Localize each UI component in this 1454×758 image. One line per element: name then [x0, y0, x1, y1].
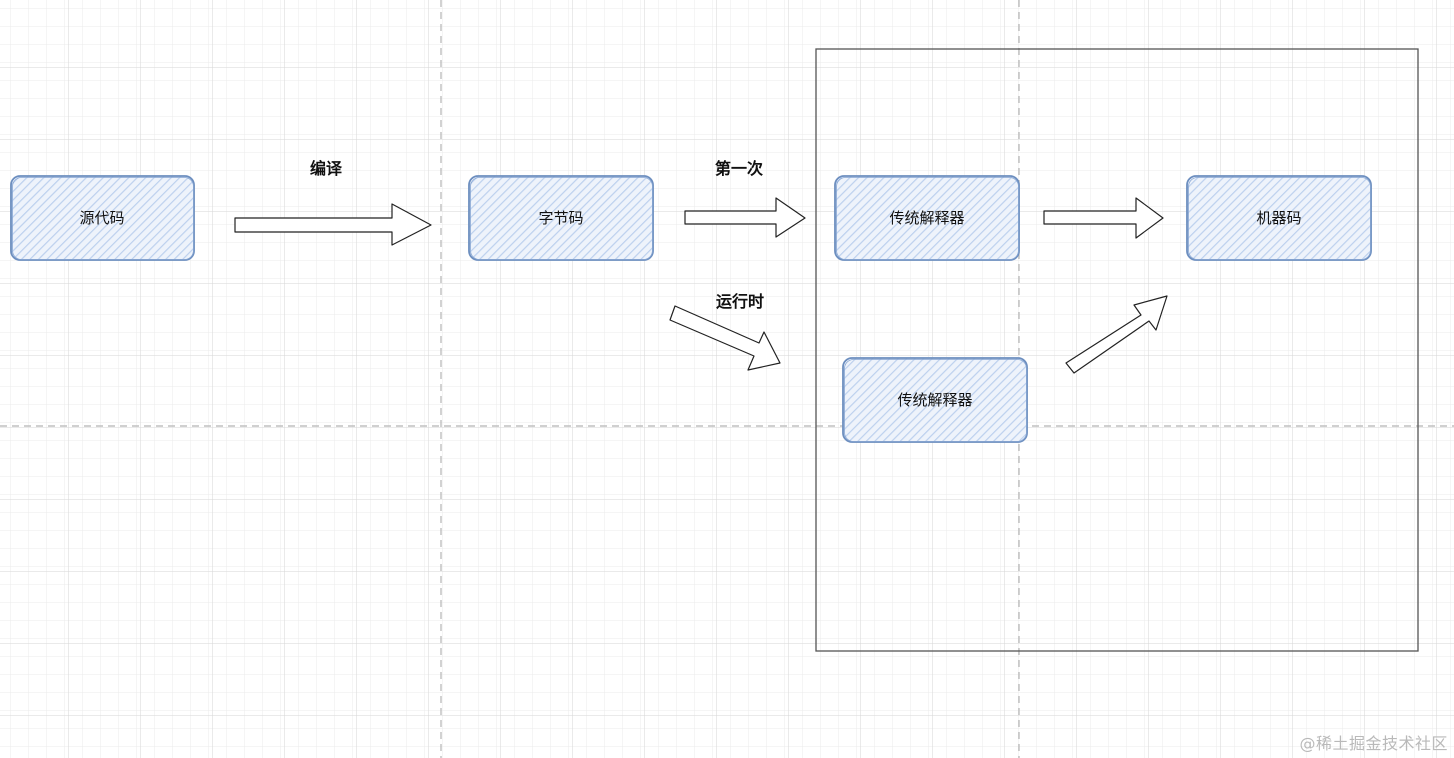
node-bytecode-label: 字节码	[538, 209, 583, 227]
node-interpreter-bottom-label: 传统解释器	[897, 391, 972, 409]
node-machine-code[interactable]: 机器码	[1186, 175, 1372, 261]
arrow-compile[interactable]	[234, 203, 432, 246]
edge-label-runtime: 运行时	[716, 292, 764, 311]
node-interpreter-top[interactable]: 传统解释器	[834, 175, 1020, 261]
runtime-container[interactable]	[815, 48, 1419, 652]
node-interpreter-top-label: 传统解释器	[889, 209, 964, 227]
arrow-first-time[interactable]	[684, 197, 806, 238]
edge-label-first-time: 第一次	[715, 159, 763, 178]
node-bytecode[interactable]: 字节码	[468, 175, 654, 261]
node-source-code-label: 源代码	[79, 209, 124, 227]
arrow-runtime[interactable]	[669, 305, 781, 371]
watermark: @稀土掘金技术社区	[1299, 734, 1448, 753]
node-machine-code-label: 机器码	[1256, 209, 1301, 227]
node-interpreter-bottom[interactable]: 传统解释器	[842, 357, 1028, 443]
arrow-interp-bottom-to-machine[interactable]	[1065, 295, 1168, 374]
node-source-code[interactable]: 源代码	[10, 175, 195, 261]
arrow-interp-top-to-machine[interactable]	[1043, 197, 1164, 239]
edge-label-compile: 编译	[310, 159, 343, 178]
